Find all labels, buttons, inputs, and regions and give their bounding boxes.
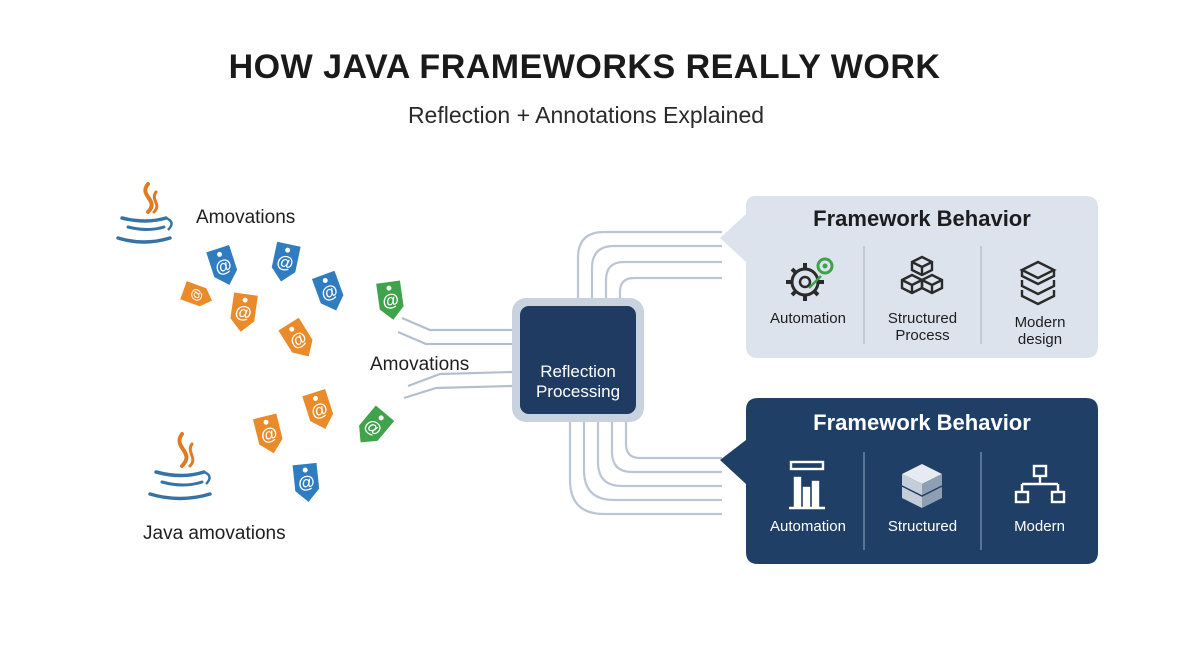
svg-text:@: @: [234, 302, 253, 323]
annotation-tag-icon: @: [302, 388, 337, 433]
svg-text:@: @: [213, 255, 235, 278]
svg-text:@: @: [259, 423, 280, 445]
layered-stack-icon: [1019, 260, 1057, 306]
reflection-processor: Reflection Processing: [512, 298, 644, 422]
top-panel-item-automation: Automation: [770, 310, 846, 327]
svg-text:@: @: [297, 472, 315, 493]
svg-text:@: @: [381, 290, 400, 311]
annotation-tag-icon: @: [180, 281, 216, 310]
svg-text:@: @: [275, 251, 295, 273]
annotations-label-top: Amovations: [196, 207, 296, 228]
java-annotations-label: Java amovations: [143, 523, 286, 544]
svg-text:@: @: [187, 286, 205, 303]
page-subtitle: Reflection + Annotations Explained: [407, 102, 765, 128]
top-connectors: [576, 230, 722, 298]
stacked-blocks-icon: [900, 255, 944, 295]
bottom-connectors: [568, 422, 722, 516]
bar-chart-icon: [789, 460, 825, 510]
annotation-tag-icon: @: [206, 244, 241, 289]
annotation-tag-icon: @: [351, 405, 395, 451]
input-connectors: [397, 316, 513, 400]
annotation-tag-icon: @: [228, 292, 258, 334]
annotation-tag-icon: @: [278, 317, 319, 363]
reflection-processor-label: Reflection Processing: [535, 362, 621, 401]
bottom-panel-item-modern: Modern: [1014, 518, 1065, 535]
top-panel-item-modern: Modern design: [1014, 314, 1066, 348]
svg-text:@: @: [319, 280, 341, 304]
hierarchy-icon: [1014, 464, 1066, 504]
top-behavior-panel: [720, 196, 1098, 358]
bottom-panel-item-automation: Automation: [770, 518, 846, 535]
bottom-panel-item-structured: Structured: [887, 518, 958, 535]
top-panel-title: Framework Behavior: [813, 206, 1031, 231]
annotation-tag-icon: @: [292, 462, 321, 504]
cube-icon: [901, 464, 943, 508]
java-logo-icon: [148, 432, 212, 501]
bottom-behavior-panel: [720, 398, 1098, 564]
bottom-panel-title: Framework Behavior: [813, 410, 1031, 435]
top-panel-item-structured: Structured Process: [887, 310, 958, 344]
annotation-tags: @ @ @ @ @ @ @ @ @ @ @: [180, 241, 406, 504]
java-logo-icon: [116, 182, 173, 244]
annotation-tag-icon: @: [376, 280, 406, 322]
annotation-tag-icon: @: [311, 270, 348, 315]
gear-automation-icon: [786, 257, 834, 301]
annotations-label-mid: Amovations: [370, 354, 470, 375]
page-title: HOW JAVA FRAMEWORKS REALLY WORK: [228, 48, 941, 86]
reflection-processor-inner: Reflection Processing: [520, 306, 636, 414]
annotation-tag-icon: @: [269, 241, 301, 284]
svg-text:@: @: [309, 399, 331, 422]
annotation-tag-icon: @: [252, 413, 286, 457]
